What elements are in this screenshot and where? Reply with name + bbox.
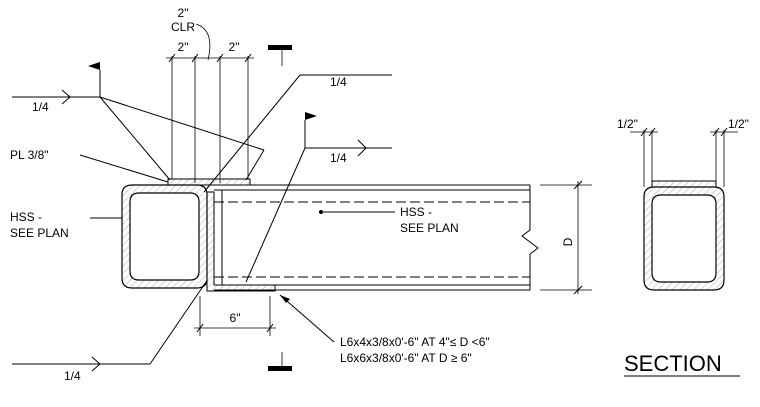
angle-connection <box>206 191 276 292</box>
angle-note-line-1: L6x4x3/8x0'-6" AT 4"≤ D <6" <box>340 335 490 349</box>
angle-length-label: 6" <box>230 311 241 325</box>
section-dim-left-label: 1/2" <box>617 117 638 131</box>
section-dim-right-label: 1/2" <box>728 117 749 131</box>
section-cut-top <box>268 45 292 50</box>
angle-note-line-2: L6x6x3/8x0'-6" AT D ≥ 6" <box>340 351 472 365</box>
weld-left-top-size: 1/4 <box>32 100 49 114</box>
depth-label: D <box>561 237 575 246</box>
plate-callout: PL 3/8" <box>10 148 169 183</box>
section-title-block: SECTION <box>624 351 740 377</box>
angle-note: L6x4x3/8x0'-6" AT 4"≤ D <6" L6x6x3/8x0'-… <box>279 294 490 365</box>
weld-symbol-left-top: 1/4 <box>12 62 265 181</box>
angle-length-dimension: 6" <box>194 296 276 336</box>
hss-right-label-1: HSS - <box>400 205 432 219</box>
hss-beam <box>214 184 539 291</box>
hss-left-label-2: SEE PLAN <box>10 226 69 240</box>
section-view: 1/2" 1/2" <box>617 117 749 291</box>
hss-left-callout: HSS - SEE PLAN <box>10 210 122 240</box>
dim-right-label: 2" <box>229 40 240 54</box>
hss-right-label-2: SEE PLAN <box>400 221 459 235</box>
hss-right-callout: HSS - SEE PLAN <box>319 205 459 235</box>
clr-label: CLR <box>171 20 195 34</box>
weld-symbol-bottom: 1/4 <box>12 281 207 383</box>
hss-left-label-1: HSS - <box>10 210 42 224</box>
dim-left-label: 2" <box>178 40 189 54</box>
section-cut-bottom <box>268 366 292 371</box>
weld-bottom-size: 1/4 <box>64 369 81 383</box>
depth-dimension: D <box>540 180 592 295</box>
weld-right-top-size: 1/4 <box>330 75 347 89</box>
plate-label: PL 3/8" <box>10 148 49 162</box>
weld-symbol-right-top: 1/4 <box>203 74 392 193</box>
weld-symbol-right-mid: 1/4 <box>245 112 392 283</box>
weld-right-mid-size: 1/4 <box>330 151 347 165</box>
section-title: SECTION <box>624 351 722 376</box>
clr-dim-label: 2" <box>178 6 189 20</box>
top-dimensions: 2" 2" 2" CLR <box>166 6 254 183</box>
plate-top <box>167 178 251 186</box>
hss-column-left <box>121 184 208 289</box>
